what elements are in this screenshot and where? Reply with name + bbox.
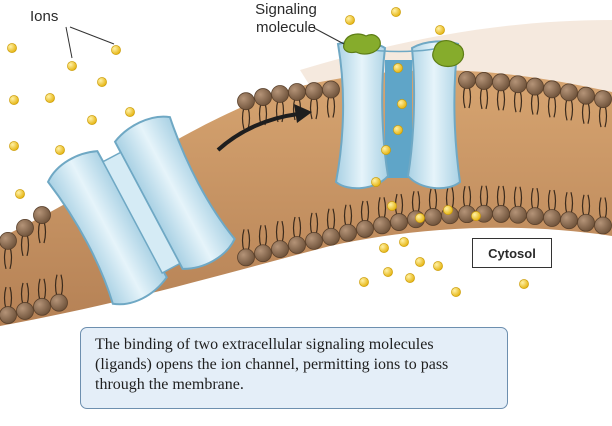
ion (45, 93, 55, 103)
ion (415, 213, 425, 223)
ions-pointer-1 (65, 26, 73, 59)
ion (125, 107, 135, 117)
transition-arrow-head (294, 104, 312, 123)
ion (55, 145, 65, 155)
ion (451, 287, 461, 297)
ion (391, 7, 401, 17)
signaling-molecule-label-line1: Signaling (255, 1, 317, 18)
ligand-left (343, 33, 381, 55)
signaling-molecule-pointer (313, 27, 345, 45)
open-ion-channel (334, 40, 462, 190)
ion (397, 99, 407, 109)
ion (387, 201, 397, 211)
ion (9, 95, 19, 105)
ion (383, 267, 393, 277)
ion (433, 261, 443, 271)
signaling-molecule-label-line2: molecule (255, 19, 317, 36)
ion (381, 145, 391, 155)
signaling-molecule-label: Signaling molecule (238, 1, 334, 37)
lipid-heads-outer (0, 71, 612, 250)
ion (393, 63, 403, 73)
lipid-heads-inner (0, 204, 612, 324)
ion (415, 257, 425, 267)
ion (9, 141, 19, 151)
caption-box: The binding of two extracellular signali… (80, 327, 508, 409)
ion (87, 115, 97, 125)
transition-arrow (216, 112, 299, 152)
ion (97, 77, 107, 87)
ions (7, 7, 529, 297)
ion (435, 25, 445, 35)
ion (405, 273, 415, 283)
ion (393, 125, 403, 135)
ion (111, 45, 121, 55)
ions-label: Ions (30, 8, 59, 25)
ion (67, 61, 77, 71)
closed-ion-channel (46, 115, 236, 306)
ions-pointer-2 (69, 26, 115, 45)
ion (359, 277, 369, 287)
ion (379, 243, 389, 253)
ion (471, 211, 481, 221)
ion (399, 237, 409, 247)
ion (443, 205, 453, 215)
cytosol-label: Cytosol (472, 238, 552, 268)
ion (7, 43, 17, 53)
ion (371, 177, 381, 187)
ion (519, 279, 529, 289)
ion (15, 189, 25, 199)
ion (345, 15, 355, 25)
ligand-right (432, 40, 465, 68)
